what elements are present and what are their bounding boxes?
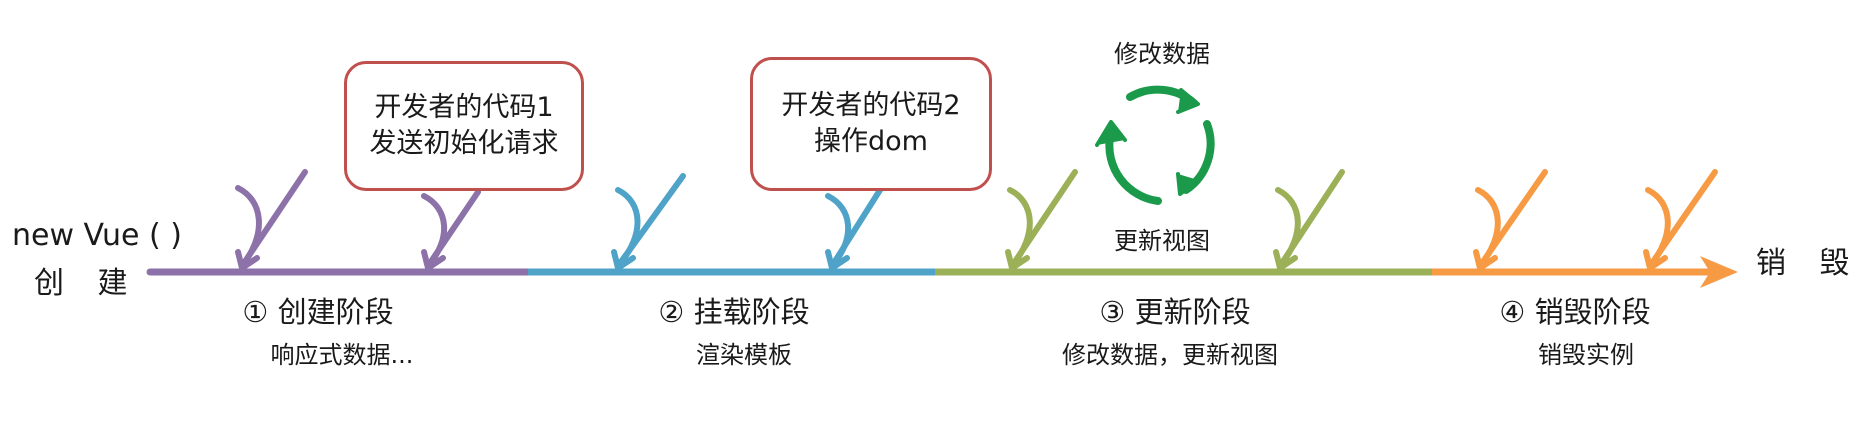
phase-desc-update: 修改数据，更新视图 [1062,341,1278,369]
phase-title-mount: ② 挂载阶段 [658,295,810,329]
phase-desc-mount: 渲染模板 [696,341,792,369]
update-cycle-icon [1095,85,1215,205]
hook-arrow-destroyed [1643,169,1718,271]
timeline-end-arrowhead [1700,256,1738,288]
cycle-top-label: 修改数据 [1114,40,1210,68]
hook-arrow-updated [1273,169,1345,271]
phase-title-create: ① 创建阶段 [242,295,394,329]
start-sub-label: 创 建 [34,266,140,301]
hook-arrow-created [421,189,481,271]
end-label: 销 毁 [1756,246,1861,281]
start-label: new Vue ( ) [12,218,182,253]
hook-arrow-beforeMount [611,173,686,271]
hook-arrow-mounted [825,187,883,271]
hook-arrow-beforeDestroy [1473,169,1548,271]
hook-arrow-beforeCreate [235,169,308,271]
callout-developer-code-1: 开发者的代码1 发送初始化请求 [344,61,584,191]
callout-developer-code-2: 开发者的代码2 操作dom [750,57,992,191]
callout-1-line2: 发送初始化请求 [369,128,559,159]
callout-2-line2: 操作dom [814,126,928,157]
phase-desc-create: 响应式数据... [270,341,414,369]
phase-desc-destroy: 销毁实例 [1538,341,1634,369]
hook-arrow-beforeUpdate [1005,169,1078,271]
callout-2-line1: 开发者的代码2 [781,90,961,121]
phase-title-destroy: ④ 销毁阶段 [1499,295,1651,329]
cycle-bottom-label: 更新视图 [1114,227,1210,255]
callout-1-line1: 开发者的代码1 [374,92,554,123]
phase-title-update: ③ 更新阶段 [1099,295,1251,329]
